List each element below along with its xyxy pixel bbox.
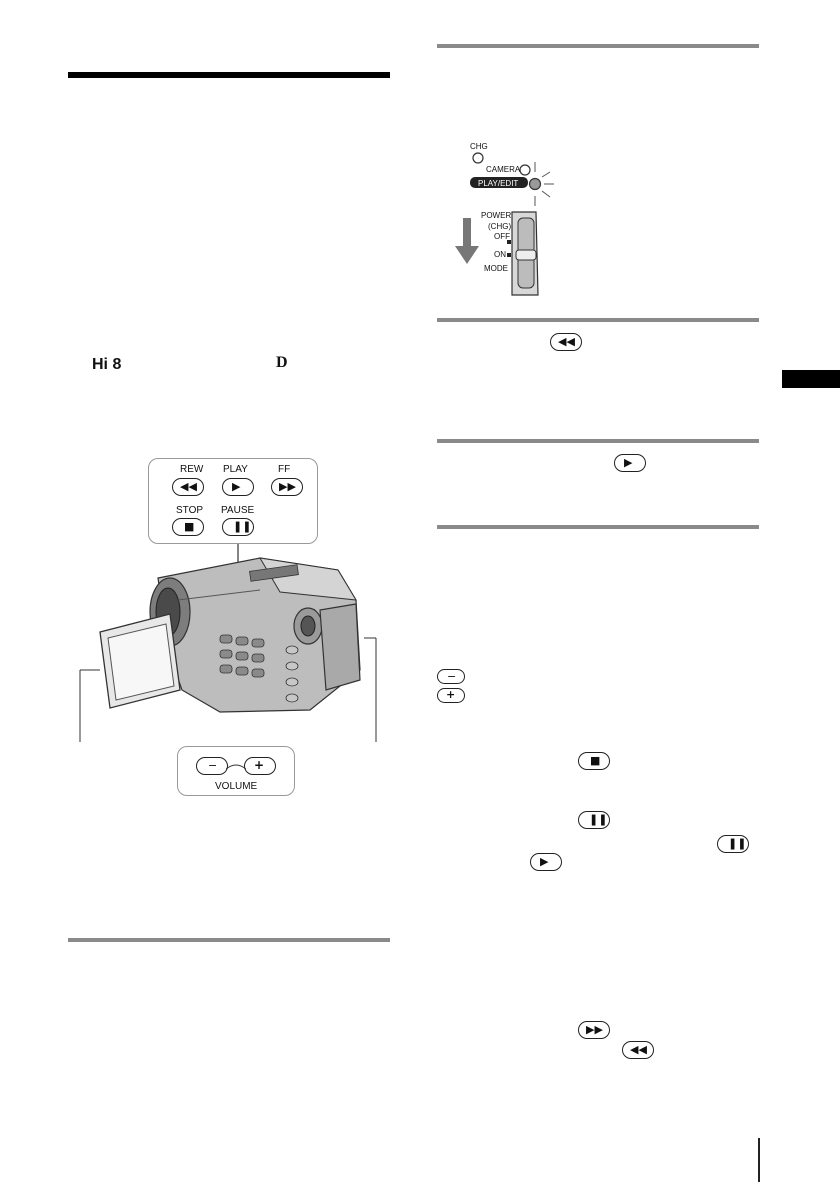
section-rule-left: [68, 938, 390, 942]
mode-label: MODE: [484, 264, 508, 273]
pause-icon: ❚❚: [233, 520, 252, 533]
step-rule-4: [437, 525, 759, 529]
play-edit-label: PLAY/EDIT: [478, 179, 519, 188]
play-icon: ▶: [624, 456, 633, 469]
step-rule-3: [437, 439, 759, 443]
inline-pause-button-2: ❚❚: [717, 835, 749, 853]
pause-label: PAUSE: [221, 505, 255, 516]
volume-connector: [226, 764, 246, 770]
inline-rew-button: ◀◀: [550, 333, 582, 351]
step-rule-1: [437, 44, 759, 48]
play-label: PLAY: [223, 464, 248, 475]
chg-label: CHG: [470, 142, 488, 151]
volume-panel: [177, 746, 295, 796]
play-button[interactable]: ▶: [222, 478, 254, 496]
camcorder-illustration: [79, 544, 377, 742]
volume-plus-button[interactable]: +: [244, 757, 276, 775]
camera-label: CAMERA: [486, 165, 521, 174]
inline-rew-button-2: ◀◀: [622, 1041, 654, 1059]
inline-ff-button: ▶▶: [578, 1021, 610, 1039]
pause-button[interactable]: ❚❚: [222, 518, 254, 536]
stop-icon: ■: [590, 754, 601, 767]
ff-label: FF: [278, 464, 291, 475]
inline-minus-button: −: [437, 669, 465, 684]
on-label: ON: [494, 250, 506, 259]
inline-stop-button: ■: [578, 752, 610, 770]
stop-label: STOP: [176, 505, 204, 516]
minus-icon: −: [447, 670, 457, 683]
play-icon: ▶: [540, 855, 549, 868]
step-rule-2: [437, 318, 759, 322]
volume-label: VOLUME: [215, 781, 258, 792]
power-switch-illustration: [455, 152, 554, 296]
playback-button-panel: [148, 458, 318, 544]
rewind-icon: ◀◀: [558, 335, 575, 348]
section-side-tab: [782, 370, 840, 388]
off-label: OFF: [494, 232, 510, 241]
minus-icon: −: [208, 759, 218, 772]
plus-icon: +: [254, 758, 265, 772]
hi8-badge: Hi 8: [92, 356, 122, 373]
rew-label: REW: [180, 464, 204, 475]
pause-icon: ❚❚: [589, 813, 608, 826]
plus-icon: +: [446, 688, 456, 701]
ff-button[interactable]: ▶▶: [271, 478, 303, 496]
rewind-icon: ◀◀: [630, 1043, 647, 1056]
inline-plus-button: +: [437, 688, 465, 703]
chg-paren-label: (CHG): [488, 222, 512, 231]
rewind-icon: ◀◀: [180, 480, 197, 493]
power-label: POWER: [481, 211, 512, 220]
pause-icon: ❚❚: [728, 837, 747, 850]
inline-play-button: ▶: [614, 454, 646, 472]
inline-pause-button: ❚❚: [578, 811, 610, 829]
stop-icon: ■: [184, 520, 195, 533]
inline-play-button-2: ▶: [530, 853, 562, 871]
heading-rule: [68, 72, 390, 78]
volume-minus-button[interactable]: −: [196, 757, 228, 775]
page-number-divider: [758, 1138, 760, 1182]
rew-button[interactable]: ◀◀: [172, 478, 204, 496]
fast-forward-icon: ▶▶: [279, 480, 296, 493]
digital8-badge: D: [276, 354, 288, 371]
play-icon: ▶: [232, 480, 241, 493]
fast-forward-icon: ▶▶: [586, 1023, 603, 1036]
stop-button[interactable]: ■: [172, 518, 204, 536]
